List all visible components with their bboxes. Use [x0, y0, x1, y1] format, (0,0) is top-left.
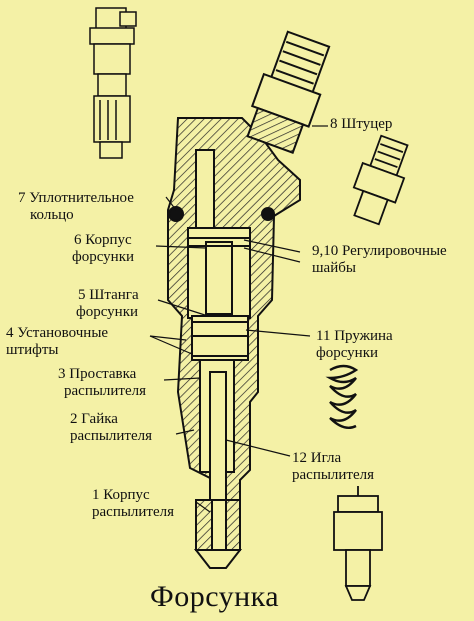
label-nut-2-line2: распылителя [70, 428, 153, 444]
injector-overview-icon [89, 7, 137, 159]
leader-lines [149, 125, 328, 513]
fitting-on-body [246, 30, 331, 154]
spring-part-icon [325, 364, 359, 429]
label-needle-12-line2: распылителя [292, 467, 375, 483]
label-body-6: 6 Корпус [74, 232, 132, 248]
label-spring-11: 11 Пружина [316, 328, 393, 344]
nozzle-part-icon [333, 486, 383, 601]
diagram-title: Форсунка [150, 580, 280, 613]
label-nozzle-body-1: 1 Корпус [92, 487, 150, 503]
injector-cross-section [167, 117, 301, 569]
label-nozzle-body-1-line2: распылителя [92, 504, 175, 520]
label-spacer-3: 3 Проставка [58, 366, 137, 382]
fitting-part-icon [352, 134, 409, 226]
label-shims-9-10-line2: шайбы [312, 260, 356, 276]
label-seal-ring-7-line2: кольцо [30, 207, 74, 223]
label-pins-4-line2: штифты [6, 342, 59, 358]
label-shims-9-10: 9,10 Регулировочные [312, 243, 447, 259]
label-rod-5: 5 Штанга [78, 287, 139, 303]
label-seal-ring-7: 7 Уплотнительное [18, 190, 134, 206]
label-spring-11-line2: форсунки [316, 345, 379, 361]
label-fitting-8: 8 Штуцер [330, 116, 393, 132]
label-pins-4: 4 Установочные [6, 325, 109, 341]
label-rod-5-line2: форсунки [76, 304, 139, 320]
label-nut-2: 2 Гайка [70, 411, 118, 427]
label-spacer-3-line2: распылителя [64, 383, 147, 399]
label-needle-12: 12 Игла [292, 450, 342, 466]
label-body-6-line2: форсунки [72, 249, 135, 265]
